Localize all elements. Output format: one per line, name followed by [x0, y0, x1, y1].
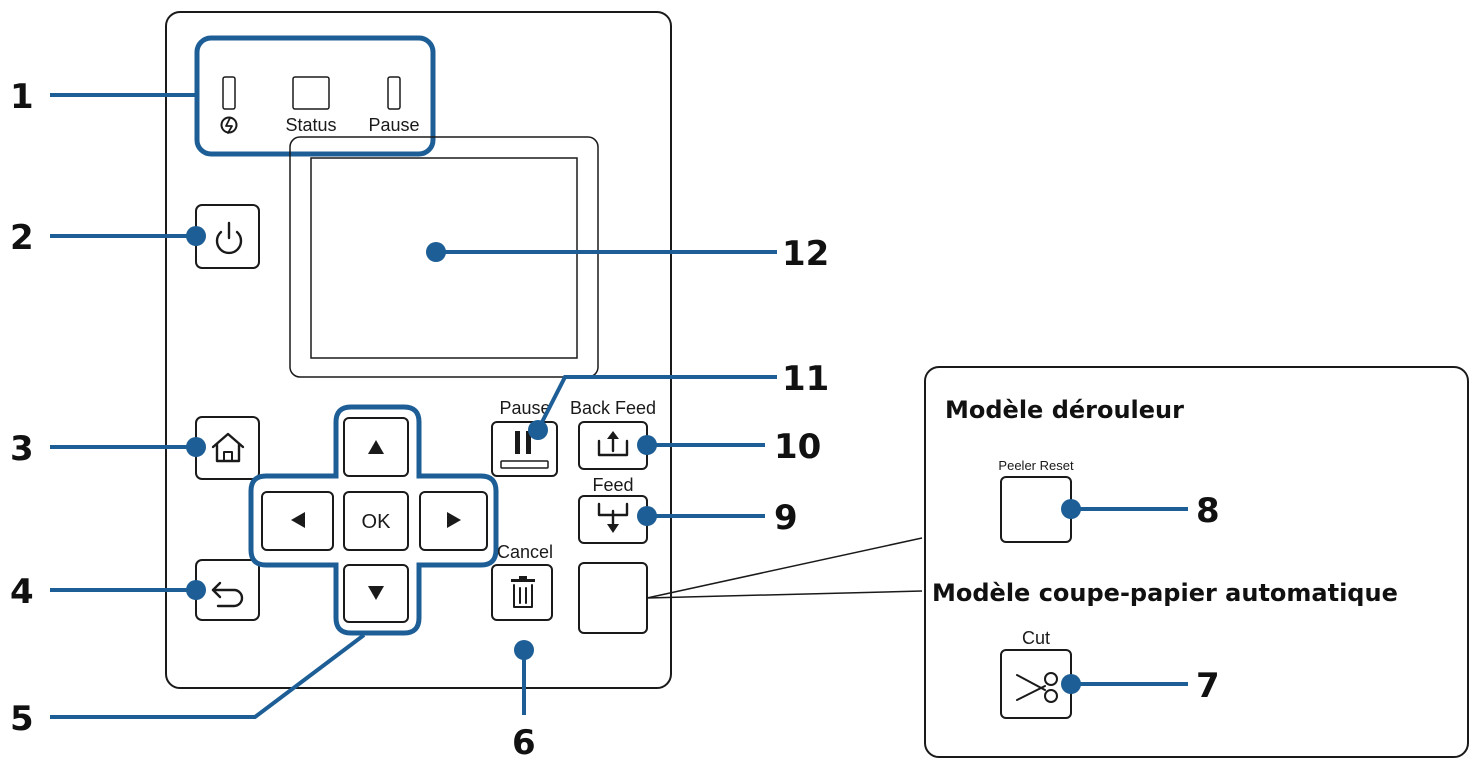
callout-numbers: 1 2 3 4 5 6 7 8 9 10 11 12 [10, 77, 1220, 763]
left-button[interactable] [261, 491, 334, 551]
triangle-up-icon [368, 440, 384, 454]
feed-label: Feed [592, 475, 633, 495]
model-pointer-line [646, 590, 923, 599]
model-pointer-line [646, 537, 923, 599]
callout-number: 6 [512, 723, 536, 763]
scissors-icon [1016, 672, 1058, 703]
pause-lamp [387, 76, 401, 110]
callout-number: 3 [10, 429, 34, 469]
triangle-right-icon [447, 512, 461, 528]
callout-number: 1 [10, 77, 34, 117]
back-feed-label: Back Feed [570, 398, 656, 418]
callout-number: 12 [782, 234, 829, 274]
callout-number: 4 [10, 572, 34, 612]
feed-button[interactable] [578, 495, 648, 544]
callout-number: 8 [1196, 491, 1220, 531]
ok-label: OK [362, 511, 392, 533]
right-button[interactable] [419, 491, 488, 551]
peeler-reset-label: Peeler Reset [998, 458, 1074, 473]
lcd-screen [289, 136, 599, 378]
up-button[interactable] [343, 417, 409, 477]
back-feed-button[interactable] [578, 421, 648, 470]
triangle-left-icon [291, 512, 305, 528]
status-lamp [292, 76, 330, 110]
power-indicator-icon [220, 116, 238, 134]
callout-number: 7 [1196, 666, 1220, 706]
back-arrow-icon [211, 581, 244, 608]
pause-icon [500, 431, 549, 469]
pause-button-label: Pause [499, 398, 550, 418]
dpad-highlight [248, 404, 499, 636]
peeler-model-title: Modèle dérouleur [945, 396, 1184, 424]
power-lamp [222, 76, 236, 110]
peeler-reset-button[interactable] [1000, 476, 1072, 543]
status-label: Status [285, 115, 336, 135]
callout-leaders [50, 93, 1188, 719]
pause-lamp-label: Pause [368, 115, 419, 135]
cancel-label: Cancel [497, 542, 553, 562]
power-button[interactable] [195, 204, 260, 269]
triangle-down-icon [368, 586, 384, 600]
back-feed-icon [597, 431, 629, 457]
feed-icon [597, 502, 629, 533]
trash-icon [511, 576, 535, 608]
cut-button[interactable] [1000, 649, 1072, 719]
cut-label: Cut [1022, 628, 1050, 648]
callout-number: 5 [10, 699, 34, 739]
cancel-button[interactable] [491, 564, 553, 621]
callout-number: 11 [782, 359, 829, 399]
callout-number: 10 [774, 427, 821, 467]
ok-button[interactable]: OK [343, 491, 409, 551]
down-button[interactable] [343, 564, 409, 623]
home-icon [211, 432, 245, 463]
callout-number: 2 [10, 218, 34, 258]
callout-number: 9 [774, 498, 798, 538]
home-button[interactable] [195, 416, 260, 480]
cutter-model-title: Modèle coupe-papier automatique [932, 579, 1398, 607]
power-icon [215, 221, 243, 255]
model-specific-button[interactable] [578, 562, 648, 634]
